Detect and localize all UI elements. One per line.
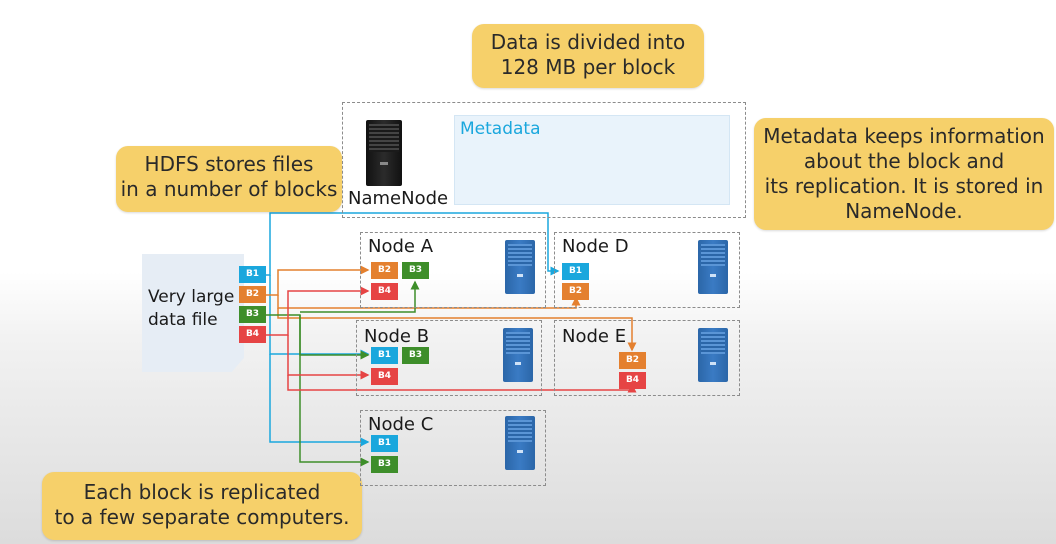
node-a-block-b2: B2 bbox=[371, 262, 398, 279]
callout-line: its replication. It is stored in bbox=[764, 174, 1044, 198]
node-c-server-icon bbox=[505, 416, 535, 470]
node-c-block-b1: B1 bbox=[371, 435, 398, 452]
callout-line: Metadata keeps information bbox=[763, 124, 1045, 148]
node-b-block-b4: B4 bbox=[371, 368, 398, 385]
replication-callout: Each block is replicated to a few separa… bbox=[42, 472, 362, 540]
block-size-callout: Data is divided into 128 MB per block bbox=[472, 24, 704, 88]
node-d-server-icon bbox=[698, 240, 728, 294]
node-b-block-b3: B3 bbox=[402, 347, 429, 364]
callout-line: about the block and bbox=[803, 149, 1005, 173]
node-d-block-b2: B2 bbox=[562, 283, 589, 300]
node-a-box bbox=[360, 232, 546, 308]
node-c-box bbox=[360, 410, 546, 486]
callout-line: HDFS stores files bbox=[144, 152, 314, 176]
file-block-b3: B3 bbox=[239, 306, 266, 323]
node-e-label: Node E bbox=[562, 326, 627, 347]
callout-line: NameNode. bbox=[845, 199, 963, 223]
file-block-b2: B2 bbox=[239, 286, 266, 303]
node-b-label: Node B bbox=[364, 326, 430, 347]
metadata-label: Metadata bbox=[460, 119, 541, 139]
metadata-info-callout: Metadata keeps information about the blo… bbox=[754, 118, 1054, 230]
namenode-box bbox=[342, 102, 746, 218]
node-e-block-b4: B4 bbox=[619, 372, 646, 389]
namenode-server-icon bbox=[366, 120, 402, 186]
node-b-server-icon bbox=[503, 328, 533, 382]
node-a-block-b4: B4 bbox=[371, 283, 398, 300]
data-file-icon bbox=[142, 254, 244, 372]
callout-line: 128 MB per block bbox=[500, 55, 676, 79]
callout-line: to a few separate computers. bbox=[54, 505, 350, 529]
data-file-label: Very large data file bbox=[148, 286, 234, 332]
node-d-label: Node D bbox=[562, 236, 629, 257]
callout-line: Each block is replicated bbox=[83, 480, 321, 504]
hdfs-blocks-callout: HDFS stores files in a number of blocks bbox=[116, 146, 342, 212]
namenode-label: NameNode bbox=[348, 188, 449, 209]
node-c-label: Node C bbox=[368, 414, 434, 435]
node-a-label: Node A bbox=[368, 236, 434, 257]
node-e-block-b2: B2 bbox=[619, 352, 646, 369]
file-block-b4: B4 bbox=[239, 326, 266, 343]
node-a-block-b3: B3 bbox=[402, 262, 429, 279]
node-d-block-b1: B1 bbox=[562, 263, 589, 280]
file-block-b1: B1 bbox=[239, 266, 266, 283]
data-file-label-line: data file bbox=[148, 310, 218, 330]
node-b-box bbox=[356, 320, 542, 396]
node-c-block-b3: B3 bbox=[371, 456, 398, 473]
node-b-block-b1: B1 bbox=[371, 347, 398, 364]
callout-line: Data is divided into bbox=[490, 30, 686, 54]
callout-line: in a number of blocks bbox=[120, 177, 338, 201]
data-file-label-line: Very large bbox=[148, 287, 235, 307]
node-e-box bbox=[554, 320, 740, 396]
node-d-box bbox=[554, 232, 740, 308]
metadata-panel bbox=[454, 115, 730, 205]
node-a-server-icon bbox=[505, 240, 535, 294]
node-e-server-icon bbox=[698, 328, 728, 382]
